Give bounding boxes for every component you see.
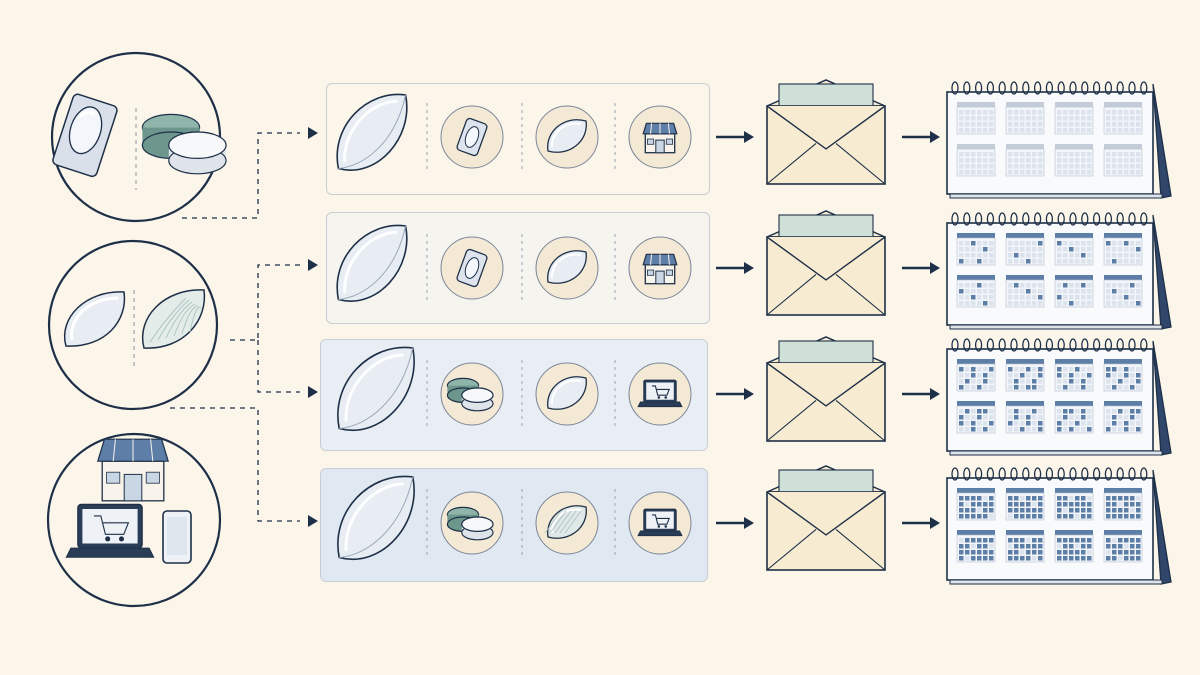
envelope-icon (766, 210, 886, 316)
arrow-to-calendar (902, 131, 940, 143)
arrow-to-envelope (716, 388, 754, 400)
arrow-to-envelope (716, 517, 754, 529)
envelope-icon (766, 79, 886, 185)
arrow-to-calendar (902, 262, 940, 274)
source-circle-two-lens-types (47, 239, 219, 411)
calendar-icon (946, 81, 1172, 199)
textured-lens-icon (141, 289, 206, 349)
clear-lens-icon (63, 291, 126, 347)
arrow-to-envelope (716, 131, 754, 143)
calendar-icon (946, 338, 1172, 456)
lens-case-icon (141, 113, 227, 175)
arrow-to-calendar (902, 388, 940, 400)
blister-pack-icon (52, 93, 118, 178)
envelope-icon (766, 336, 886, 442)
calendar-icon (946, 212, 1172, 330)
source-connectors (170, 127, 318, 527)
calendar-icon (946, 467, 1172, 585)
storefront-icon (96, 438, 170, 502)
smartphone-icon (162, 510, 192, 564)
source-circle-purchase-channels (46, 432, 222, 608)
row-panel-4 (320, 468, 708, 582)
source-circle-lens-package-and-case (50, 51, 227, 223)
arrow-to-envelope (716, 262, 754, 274)
row-panel-3 (320, 339, 708, 451)
arrow-to-calendar (902, 517, 940, 529)
row-panel-1 (326, 83, 710, 195)
row-panel-2 (326, 212, 710, 324)
envelope-icon (766, 465, 886, 571)
laptop-cart-icon (65, 503, 155, 558)
